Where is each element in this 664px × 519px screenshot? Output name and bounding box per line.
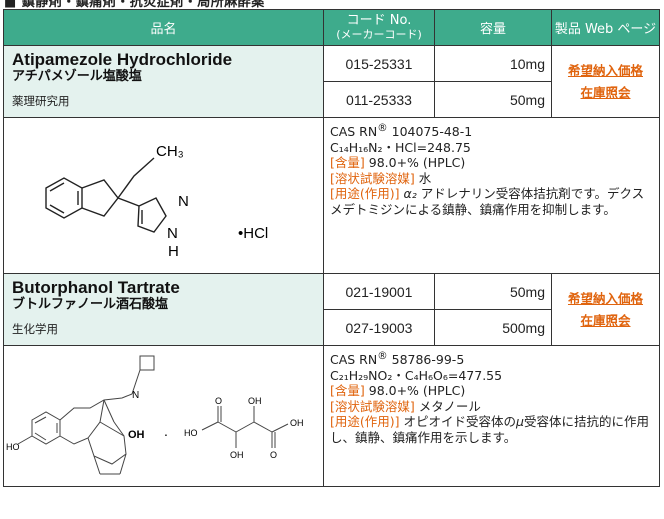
label-n: N bbox=[132, 390, 139, 401]
header-code: コード No. (メーカーコード) bbox=[323, 9, 435, 46]
header-web: 製品 Web ページ bbox=[551, 9, 660, 46]
table-row: Atipamezole Hydrochloride アチパメゾール塩酸塩 薬理研… bbox=[3, 45, 660, 118]
stock-link[interactable]: 在庫照会 bbox=[580, 312, 631, 328]
product-code: 021-19001 bbox=[323, 273, 435, 310]
butorphanol-structure: N OH HO . HO O OH OH O OH bbox=[6, 355, 304, 475]
label-n-top: N bbox=[178, 193, 189, 210]
product-capacity: 50mg bbox=[434, 273, 552, 310]
label-ch3: CH₃ bbox=[156, 143, 184, 160]
label-o-1: O bbox=[215, 396, 222, 406]
structure-cell: CH₃ N N H •HCl bbox=[3, 117, 324, 274]
table-row: Butorphanol Tartrate ブトルファノール酒石酸塩 生化学用 0… bbox=[3, 273, 660, 346]
section-title-cut: ■ 鎮静剤・鎮痛剤・抗炎症剤・局所麻酔薬 bbox=[4, 0, 265, 8]
label-oh: OH bbox=[128, 429, 145, 441]
table-row: 011-25333 50mg bbox=[4, 81, 660, 118]
table-row: 027-19003 500mg bbox=[4, 309, 660, 346]
label-ho: HO bbox=[6, 442, 20, 452]
product-info: CAS RN® 104075-48-1 C₁₄H₁₆N₂・HCl=248.75 … bbox=[323, 117, 660, 274]
product-usage: 薬理研究用 bbox=[12, 94, 70, 108]
table-row: N OH HO . HO O OH OH O OH CAS RN® 58786-… bbox=[3, 345, 660, 487]
table-row: CH₃ N N H •HCl CAS RN® 104075-48-1 C₁₄H₁… bbox=[3, 117, 660, 274]
product-name-en: Butorphanol Tartrate bbox=[12, 278, 180, 297]
price-link[interactable]: 希望納入価格 bbox=[567, 290, 643, 306]
product-code: 027-19003 bbox=[323, 309, 435, 346]
product-name-jp: ブトルファノール酒石酸塩 bbox=[12, 297, 169, 312]
label-salt: •HCl bbox=[238, 225, 268, 242]
product-name-cell: Butorphanol Tartrate ブトルファノール酒石酸塩 生化学用 bbox=[3, 273, 324, 346]
label-oh-2: OH bbox=[248, 396, 262, 406]
header-name: 品名 bbox=[3, 9, 324, 46]
label-ho-tartrate: HO bbox=[184, 428, 198, 438]
header-capacity: 容量 bbox=[434, 9, 552, 46]
product-capacity: 10mg bbox=[434, 45, 552, 82]
product-info: CAS RN® 58786-99-5 C₂₁H₂₉NO₂・C₄H₆O₆=477.… bbox=[323, 345, 660, 487]
atipamezole-structure: CH₃ N N H •HCl bbox=[45, 143, 268, 260]
product-name-cell: Atipamezole Hydrochloride アチパメゾール塩酸塩 薬理研… bbox=[3, 45, 324, 118]
price-link[interactable]: 希望納入価格 bbox=[567, 62, 643, 78]
structure-cell: N OH HO . HO O OH OH O OH bbox=[3, 345, 324, 487]
product-capacity: 500mg bbox=[434, 309, 552, 346]
stock-link[interactable]: 在庫照会 bbox=[580, 84, 631, 100]
label-h: H bbox=[168, 243, 179, 260]
table-header-row: 品名 コード No. (メーカーコード) 容量 製品 Web ページ bbox=[3, 9, 660, 46]
label-oh-4: OH bbox=[290, 418, 304, 428]
product-name-en: Atipamezole Hydrochloride bbox=[12, 50, 233, 69]
label-o-2: O bbox=[270, 450, 277, 460]
label-oh-3: OH bbox=[230, 450, 244, 460]
label-dot: . bbox=[164, 423, 168, 439]
web-links-cell: 希望納入価格 在庫照会 bbox=[551, 45, 660, 118]
product-code: 011-25333 bbox=[323, 81, 435, 118]
product-name-jp: アチパメゾール塩酸塩 bbox=[12, 69, 142, 84]
product-usage: 生化学用 bbox=[12, 322, 58, 336]
label-n-bottom: N bbox=[167, 225, 178, 242]
web-links-cell: 希望納入価格 在庫照会 bbox=[551, 273, 660, 346]
product-table: 品名 コード No. (メーカーコード) 容量 製品 Web ページ Atipa… bbox=[3, 9, 660, 487]
product-code: 015-25331 bbox=[323, 45, 435, 82]
product-capacity: 50mg bbox=[434, 81, 552, 118]
